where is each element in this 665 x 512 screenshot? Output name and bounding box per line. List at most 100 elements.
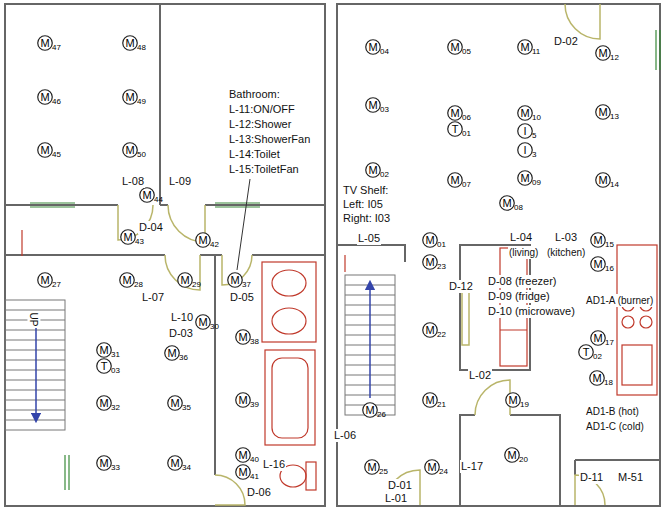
sensor-number: 10 [532, 114, 541, 122]
sensor-circle: M25 [364, 459, 380, 475]
sensor-circle: M41 [235, 464, 251, 480]
plan-label: L-15:ToiletFan [228, 163, 300, 176]
door-swing [118, 4, 605, 505]
sensor-number: 44 [154, 196, 163, 204]
sensor-number: 46 [52, 98, 61, 106]
sensor-circle: M44 [139, 187, 155, 203]
sensor-number: 33 [111, 464, 120, 472]
sensor-number: 45 [52, 151, 61, 159]
sensor-number: 01 [437, 241, 446, 249]
sensor-number: 27 [52, 281, 61, 289]
sensor-letter: M [122, 35, 138, 51]
plan-label: L-01 [384, 492, 408, 505]
sensor-letter: I [517, 123, 533, 139]
plan-label: L-14:Toilet [228, 148, 281, 161]
sensor-circle: M40 [235, 447, 251, 463]
sensor-number: 47 [52, 44, 61, 52]
sensor-circle: M50 [122, 142, 138, 158]
sensor-letter: M [122, 142, 138, 158]
sensor-number: 16 [605, 265, 614, 273]
plan-label: (kitchen) [546, 246, 586, 259]
sensor-letter: T [447, 121, 463, 137]
plan-label: D-01 [387, 479, 413, 492]
sensor-circle: M14 [595, 172, 611, 188]
sensor-letter: M [595, 172, 611, 188]
plan-label: L-08 [121, 175, 145, 188]
stair-arrow [36, 285, 370, 418]
plan-label: L-12:Shower [228, 118, 292, 131]
sensor-circle: M01 [422, 232, 438, 248]
sensor-number: 02 [593, 353, 602, 361]
plan-label: D-10 (microwave) [487, 305, 576, 318]
sensor-number: 03 [111, 367, 120, 375]
sensor-circle: M30 [195, 314, 211, 330]
plan-label: L-04 [509, 231, 533, 244]
sensor-number: 24 [439, 468, 448, 476]
sensor-number: 34 [182, 464, 191, 472]
sensor-number: 40 [250, 456, 259, 464]
sensor-letter: M [589, 370, 605, 386]
sensor-circle: M43 [120, 229, 136, 245]
plan-label: D-09 (fridge) [487, 290, 551, 303]
sensor-circle: M39 [235, 392, 251, 408]
window [30, 30, 660, 490]
sensor-circle: M47 [37, 35, 53, 51]
sensor-letter: M [447, 172, 463, 188]
plan-label: D-05 [229, 291, 255, 304]
sensor-number: 43 [135, 238, 144, 246]
sensor-number: 09 [532, 179, 541, 187]
sensor-number: 17 [605, 339, 614, 347]
sensor-circle: M07 [447, 172, 463, 188]
sensor-circle: M20 [504, 447, 520, 463]
sensor-circle: M18 [589, 370, 605, 386]
sensor-circle: T01 [447, 121, 463, 137]
sensor-letter: T [578, 344, 594, 360]
walls [5, 4, 660, 506]
sensor-letter: M [235, 392, 251, 408]
sensor-letter: M [362, 402, 378, 418]
sensor-number: 41 [250, 473, 259, 481]
sensor-letter: M [365, 39, 381, 55]
sensor-number: 29 [192, 281, 201, 289]
sensor-circle: M22 [422, 322, 438, 338]
sensor-letter: M [37, 142, 53, 158]
sensor-circle: M27 [37, 272, 53, 288]
plan-label: L-09 [168, 175, 192, 188]
sensor-circle: M04 [365, 39, 381, 55]
sensor-letter: T [96, 358, 112, 374]
sensor-number: 06 [462, 114, 471, 122]
sensor-circle: M21 [422, 392, 438, 408]
plan-label: AD1-B (hot) [585, 405, 640, 418]
sensor-circle: M11 [517, 39, 533, 55]
sensor-letter: M [499, 195, 515, 211]
sensor-circle: M09 [517, 170, 533, 186]
sensor-number: 18 [604, 379, 613, 387]
sensor-circle: T03 [96, 358, 112, 374]
plan-label: UP [27, 312, 40, 328]
sensor-number: 50 [137, 151, 146, 159]
sensor-letter: M [517, 105, 533, 121]
sensor-letter: M [96, 395, 112, 411]
sensor-circle: M31 [96, 342, 112, 358]
sensor-letter: M [167, 395, 183, 411]
sensor-letter: M [422, 392, 438, 408]
sensor-letter: M [195, 232, 211, 248]
sensor-number: 14 [610, 181, 619, 189]
sensor-circle: M37 [227, 272, 243, 288]
plan-label: L-11:ON/OFF [228, 103, 296, 116]
sensor-letter: M [504, 447, 520, 463]
sensor-letter: M [37, 89, 53, 105]
sensor-number: 19 [520, 401, 529, 409]
sensor-letter: M [96, 455, 112, 471]
plan-label: L-02 [468, 369, 492, 382]
sensor-letter: M [365, 162, 381, 178]
sensor-circle: M34 [167, 455, 183, 471]
sensor-number: 48 [137, 44, 146, 52]
sensor-number: 26 [377, 411, 386, 419]
plan-label: D-03 [168, 327, 194, 340]
plan-label: L-17 [460, 460, 484, 473]
sensor-circle: M19 [505, 392, 521, 408]
plan-label: L-05 [357, 232, 381, 245]
sensor-letter: M [235, 329, 251, 345]
sensor-number: 11 [532, 48, 540, 56]
